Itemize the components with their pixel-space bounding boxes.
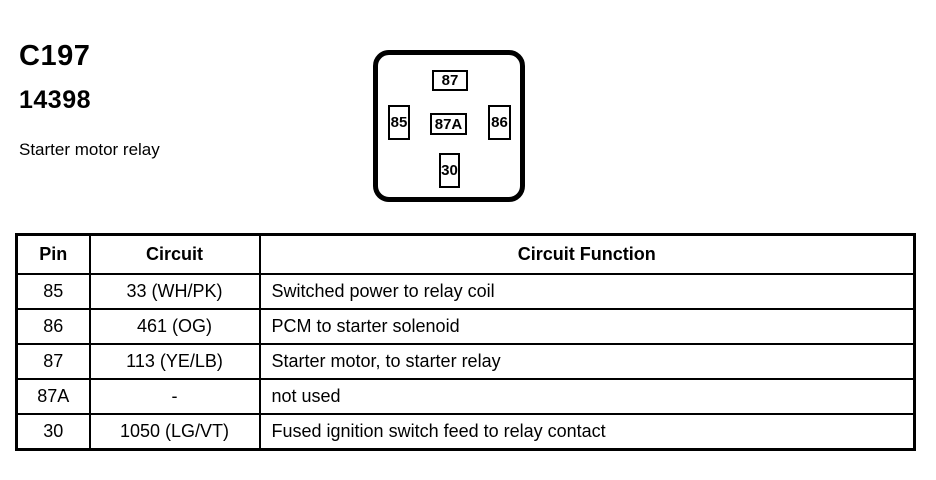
relay-pin-diagram: 87 85 87A 86 30 (373, 50, 525, 202)
relay-pin-87a: 87A (430, 113, 467, 135)
relay-pin-86: 86 (488, 105, 511, 140)
header-cell-circuit-function: Circuit Function (258, 233, 916, 275)
cell-pin: 87A (15, 378, 91, 415)
table-row: 87A - not used (15, 378, 916, 415)
cell-circuit: 461 (OG) (88, 308, 261, 345)
cell-circuit: 113 (YE/LB) (88, 343, 261, 380)
relay-pin-30: 30 (439, 153, 460, 188)
cell-circuit-function: PCM to starter solenoid (258, 308, 916, 345)
table-row: 30 1050 (LG/VT) Fused ignition switch fe… (15, 413, 916, 451)
relay-pin-85: 85 (388, 105, 410, 140)
table-row: 85 33 (WH/PK) Switched power to relay co… (15, 273, 916, 310)
cell-circuit: 1050 (LG/VT) (88, 413, 261, 451)
cell-circuit-function: Starter motor, to starter relay (258, 343, 916, 380)
cell-circuit-function: Switched power to relay coil (258, 273, 916, 310)
part-number: 14398 (19, 86, 92, 114)
header-cell-pin: Pin (15, 233, 91, 275)
table-row: 86 461 (OG) PCM to starter solenoid (15, 308, 916, 345)
cell-circuit-function: Fused ignition switch feed to relay cont… (258, 413, 916, 451)
cell-pin: 86 (15, 308, 91, 345)
connector-description: Starter motor relay (19, 140, 160, 159)
cell-circuit: - (88, 378, 261, 415)
cell-pin: 87 (15, 343, 91, 380)
table-row: 87 113 (YE/LB) Starter motor, to starter… (15, 343, 916, 380)
table-header-row: Pin Circuit Circuit Function (15, 233, 916, 275)
cell-circuit-function: not used (258, 378, 916, 415)
header-cell-circuit: Circuit (88, 233, 261, 275)
cell-pin: 85 (15, 273, 91, 310)
pinout-table: Pin Circuit Circuit Function 85 33 (WH/P… (15, 233, 916, 451)
relay-pin-87: 87 (432, 70, 468, 91)
cell-pin: 30 (15, 413, 91, 451)
cell-circuit: 33 (WH/PK) (88, 273, 261, 310)
connector-id: C197 (19, 40, 91, 72)
